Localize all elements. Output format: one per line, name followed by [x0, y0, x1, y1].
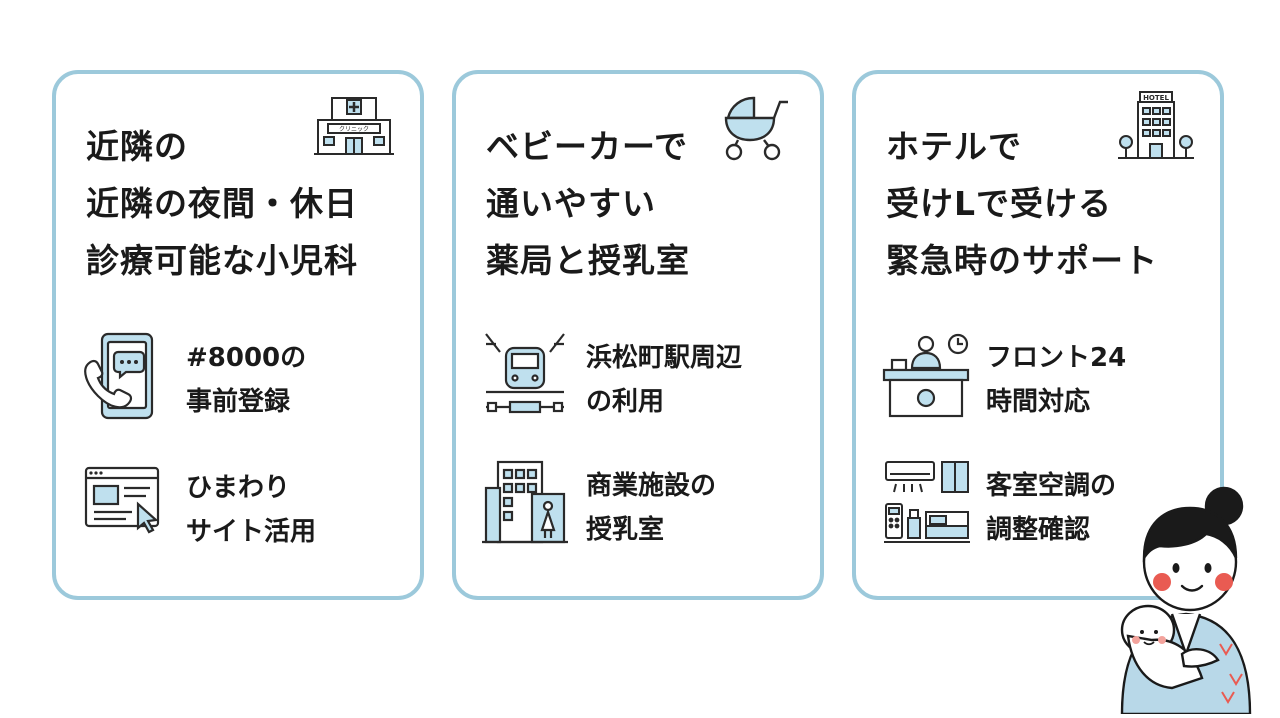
item-text: フロント24 時間対応	[986, 336, 1126, 424]
card-title: ホテルで 受けLで受ける 緊急時のサポート	[886, 118, 1158, 289]
card-title-line: 近隣の	[86, 127, 188, 166]
clinic-building-icon: クリニック	[314, 94, 394, 162]
list-item: フロント24 時間対応	[882, 330, 1202, 426]
item-text: #8000の 事前登録	[186, 336, 306, 424]
hotel-sign-label: HOTEL	[1143, 94, 1169, 102]
list-item: 商業施設の 授乳室	[482, 458, 802, 554]
item-text-line: サイト活用	[186, 517, 317, 547]
item-text-line: 浜松町駅周辺	[586, 343, 743, 373]
card-hotel-support: ホテルで 受けLで受ける 緊急時のサポート	[852, 70, 1224, 600]
clinic-sign-label: クリニック	[339, 126, 369, 133]
stroller-icon	[720, 94, 794, 166]
browser-cursor-icon	[82, 460, 164, 544]
train-icon	[482, 330, 568, 424]
item-text-line: 調整確認	[986, 515, 1091, 545]
card-title-line: ホテルで	[886, 127, 1022, 166]
item-text-line: 商業施設の	[586, 471, 717, 501]
nursing-room-building-icon	[482, 458, 568, 550]
item-text-line: #8000の	[186, 343, 307, 373]
card-title: 近隣の 近隣の夜間・休日 診療可能な小児科	[86, 118, 358, 289]
air-conditioner-room-icon	[882, 458, 972, 552]
item-text-line: 授乳室	[586, 515, 665, 545]
card-title-line: 緊急時のサポート	[886, 241, 1158, 280]
list-item: 浜松町駅周辺 の利用	[482, 330, 802, 426]
item-text-line: 事前登録	[186, 387, 291, 417]
card-title-line: 受けLで受ける	[886, 184, 1113, 223]
mother-and-baby-illustration	[1112, 484, 1262, 718]
item-text-line: 時間対応	[986, 387, 1091, 417]
item-text-line: ひまわり	[186, 473, 291, 503]
phone-chat-icon	[82, 330, 164, 426]
item-text: ひまわり サイト活用	[186, 466, 316, 554]
card-title-line: ベビーカーで	[486, 127, 689, 166]
item-text-line: 客室空調の	[986, 471, 1117, 501]
item-text: 客室空調の 調整確認	[986, 464, 1116, 552]
item-text-line: フロント24	[986, 343, 1127, 373]
card-title-line: 診療可能な小児科	[86, 241, 358, 280]
hotel-building-icon: HOTEL	[1118, 88, 1194, 166]
card-title-line: 近隣の夜間・休日	[86, 184, 358, 223]
card-stroller-pharmacy: ベビーカーで 通いやすい 薬局と授乳室	[452, 70, 824, 600]
card-title: ベビーカーで 通いやすい 薬局と授乳室	[486, 118, 690, 289]
list-item: 客室空調の 調整確認	[882, 458, 1202, 554]
list-item: ひまわり サイト活用	[82, 460, 402, 556]
card-title-line: 通いやすい	[486, 184, 656, 223]
item-text-line: の利用	[586, 387, 665, 417]
card-title-line: 薬局と授乳室	[486, 241, 690, 280]
item-text: 浜松町駅周辺 の利用	[586, 336, 742, 424]
item-text: 商業施設の 授乳室	[586, 464, 716, 552]
card-pediatric-clinic: 近隣の 近隣の夜間・休日 診療可能な小児科 クリニック	[52, 70, 424, 600]
front-desk-icon	[882, 330, 972, 424]
list-item: #8000の 事前登録	[82, 330, 402, 426]
